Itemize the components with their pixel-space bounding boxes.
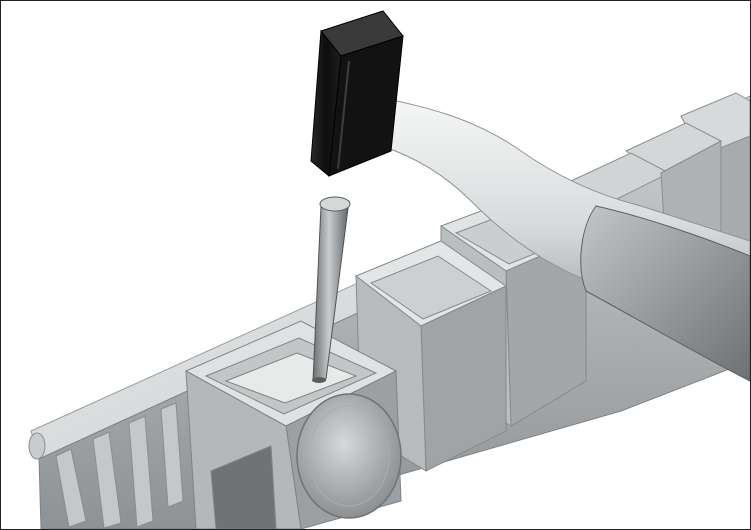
steel-pin [312,196,351,383]
pin-socket-cell [184,320,402,529]
hammer-head [310,10,404,177]
round-cover [296,393,402,519]
hammer-handle [362,95,750,382]
